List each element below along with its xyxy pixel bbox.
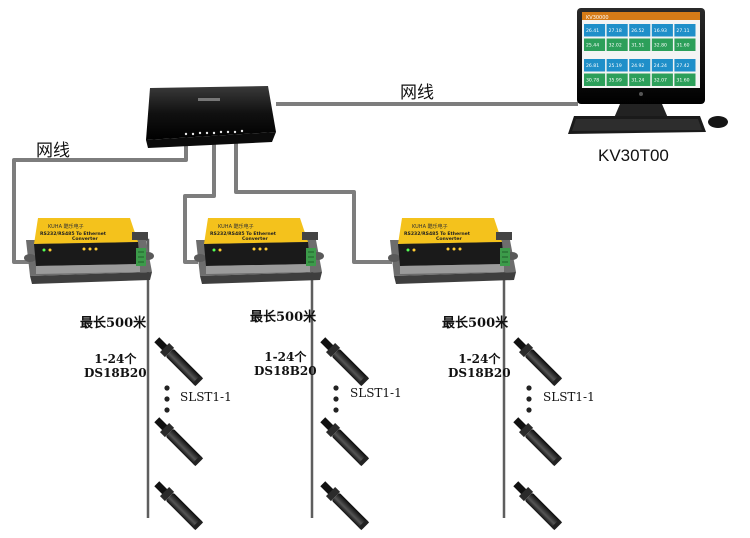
screen-cell-value: 27.11 [676, 28, 689, 34]
temperature-sensor [318, 335, 370, 387]
computer: KV30000 26.41 27.18 26.52 16.93 27.11 25.44 32… [568, 8, 728, 134]
router [146, 86, 276, 148]
computer-label: KV30T00 [598, 146, 669, 165]
screen-cell-value: 32.80 [654, 43, 667, 49]
screen-cell [584, 24, 606, 37]
screen-cell [674, 38, 696, 51]
sensor-count-label: 1-24个 DS18B20 [84, 352, 147, 380]
screen-cell-value: 24.92 [631, 63, 644, 69]
converter-brand: KUHA 酷乐电子 [412, 223, 448, 230]
screen-cell [606, 24, 628, 37]
screen-cell-value: 26.81 [586, 63, 599, 69]
screen-cell-value: 27.18 [609, 28, 622, 34]
screen-cell [674, 24, 696, 37]
ellipsis-dots [526, 385, 532, 413]
temperature-sensor [318, 415, 370, 467]
converter-model-2: Converter [72, 236, 98, 242]
screen-cell-value: 31.51 [631, 43, 644, 49]
sensor-count: 1-24个 [264, 350, 307, 364]
screen-cell [629, 38, 651, 51]
screen-cell [584, 38, 606, 51]
screen-cell [629, 73, 651, 86]
screen-cell-value: 26.41 [586, 28, 599, 34]
temperature-sensor [152, 335, 204, 387]
screen-title: KV30000 [586, 15, 609, 21]
screen-cell-value: 35.99 [609, 78, 622, 84]
screen-cells: 26.41 27.18 26.52 16.93 27.11 25.44 32.02 31.51… [584, 24, 696, 86]
screen-cell-value: 31.24 [631, 78, 644, 84]
screen-cell [651, 24, 673, 37]
sensor-count-label: 1-24个 DS18B20 [448, 352, 511, 380]
screen-cell-value: 32.02 [609, 43, 622, 49]
screen-cell [606, 59, 628, 72]
sensor-count-label: 1-24个 DS18B20 [254, 350, 317, 378]
screen-cell [629, 59, 651, 72]
sensor-type: DS18B20 [254, 364, 317, 378]
converter-model: RS232/RS485 To Ethernet [404, 231, 471, 237]
sensor-model-label: SLST1-1 [180, 390, 232, 404]
network-cable-label: 网线 [36, 141, 70, 161]
sensor-count: 1-24个 [458, 352, 501, 366]
converter-brand: KUHA 酷乐电子 [48, 223, 84, 230]
max-length-label: 最长500米 [250, 310, 317, 325]
sensor-model-label: SLST1-1 [350, 386, 402, 400]
screen-cell-value: 25.19 [609, 63, 622, 69]
sensor-cable-2 [300, 238, 314, 518]
sensor-type: DS18B20 [448, 366, 511, 380]
converter-brand: KUHA 酷乐电子 [218, 223, 254, 230]
network-cables [12, 102, 578, 264]
screen-cell-value: 30.78 [586, 78, 599, 84]
converter-1: KUHA 酷乐电子 RS232/RS485 To Ethernet Conver… [23, 217, 155, 285]
max-length-label: 最长500米 [80, 316, 147, 331]
screen-cell-value: 16.93 [654, 28, 667, 34]
ellipsis-dots [333, 385, 339, 413]
screen-cell [606, 38, 628, 51]
screen-cell [584, 73, 606, 86]
temperature-sensor [511, 335, 563, 387]
sensor-model-label: SLST1-1 [543, 390, 595, 404]
cable-router-converter-3 [234, 142, 392, 264]
converter-model: RS232/RS485 To Ethernet [40, 231, 107, 237]
sensor-branch-3 [511, 335, 563, 531]
network-cable-label: 网线 [400, 83, 434, 103]
screen-cell-value: 32.07 [654, 78, 667, 84]
screen-cell-value: 26.52 [631, 28, 644, 34]
temperature-sensor [511, 479, 563, 531]
screen-cell-value: 31.60 [676, 43, 689, 49]
converter-model-2: Converter [436, 236, 462, 242]
temperature-sensor [152, 479, 204, 531]
screen-cell [651, 73, 673, 86]
monitor-stand [614, 104, 668, 118]
converter-2: KUHA 酷乐电子 RS232/RS485 To Ethernet Conver… [193, 217, 325, 285]
sensor-branch-2 [318, 335, 370, 531]
temperature-sensor [152, 415, 204, 467]
screen-cell-value: 25.44 [586, 43, 599, 49]
temperature-sensor [318, 479, 370, 531]
sensor-type: DS18B20 [84, 366, 147, 380]
screen-cell [584, 59, 606, 72]
screen-cell [651, 38, 673, 51]
sensor-count: 1-24个 [94, 352, 137, 366]
screen-cell [629, 24, 651, 37]
screen-cell [674, 59, 696, 72]
screen-cell-value: 31.60 [676, 78, 689, 84]
cable-router-converter-2 [183, 144, 216, 264]
sensor-branch-1 [152, 335, 204, 531]
temperature-sensor [511, 415, 563, 467]
screen-cell [651, 59, 673, 72]
converter-model: RS232/RS485 To Ethernet [210, 231, 277, 237]
ellipsis-dots [164, 385, 170, 413]
screen-cell-value: 24.24 [654, 63, 667, 69]
max-length-label: 最长500米 [442, 316, 509, 331]
screen-cell [606, 73, 628, 86]
converter-3: KUHA 酷乐电子 RS232/RS485 To Ethernet Conver… [387, 217, 519, 285]
cable-router-converter-1 [12, 142, 188, 264]
converter-model-2: Converter [242, 236, 268, 242]
screen-cell [674, 73, 696, 86]
screen-cell-value: 27.42 [676, 63, 689, 69]
mouse [708, 116, 728, 128]
